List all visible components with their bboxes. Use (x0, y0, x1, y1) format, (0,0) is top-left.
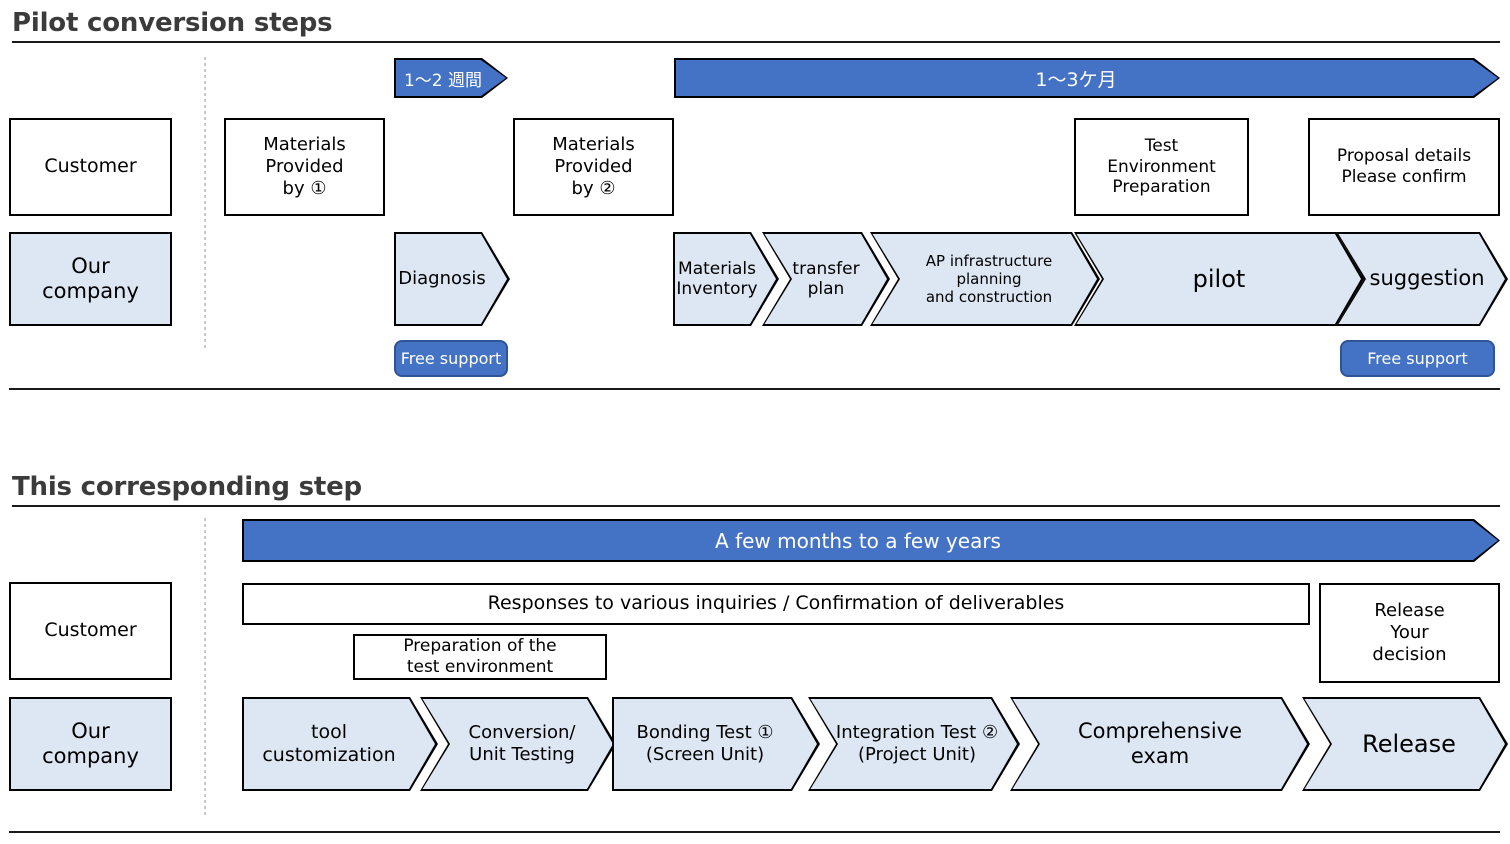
top-step-diagnosis[interactable]: Diagnosis (394, 232, 510, 326)
top-step-materials-inventory-line2: Inventory (676, 279, 758, 299)
top-step-diagnosis-label: Diagnosis (394, 232, 510, 326)
top-customer-box-proposal-details-line1: Proposal details (1336, 146, 1472, 167)
top-badge-free-support-right[interactable]: Free support (1340, 340, 1495, 377)
bottom-customer-box-release-decision-line3: decision (1372, 643, 1447, 665)
top-customer-box-materials-2: Materials Provided by ② (513, 118, 674, 216)
bottom-step-tool-customization-line2: customization (262, 744, 396, 766)
top-lane-label-customer-text: Customer (44, 155, 137, 178)
bottom-title-underline (12, 505, 1500, 507)
bottom-step-release[interactable]: Release (1302, 697, 1508, 791)
bottom-customer-box-responses: Responses to various inquiries / Confirm… (242, 583, 1310, 625)
top-step-ap-infrastructure-labels: AP infrastructure planning and construct… (870, 232, 1100, 326)
bottom-step-conversion-unit-testing-line1: Conversion/ (468, 722, 576, 744)
bottom-lane-label-customer: Customer (9, 582, 172, 680)
bottom-step-release-label: Release (1302, 697, 1508, 791)
bottom-step-conversion-unit-testing[interactable]: Conversion/ Unit Testing (420, 697, 616, 791)
bottom-customer-box-release-decision-line2: Your (1390, 622, 1429, 644)
bottom-step-comprehensive-exam-line1: Comprehensive (1077, 718, 1243, 743)
bottom-step-comprehensive-exam-labels: Comprehensive exam (1010, 697, 1310, 791)
top-customer-box-test-environment-line2: Environment (1107, 156, 1216, 177)
bottom-lane-label-customer-text: Customer (44, 619, 137, 642)
duration-arrow-1-2-weeks: 1〜2 週間 (394, 58, 508, 98)
top-badge-free-support-left-label: Free support (400, 349, 502, 368)
bottom-step-integration-test-line1: Integration Test ② (835, 722, 999, 744)
bottom-lane-label-our-company-line1: Our (71, 718, 110, 743)
bottom-step-bonding-test-line1: Bonding Test ① (636, 722, 774, 744)
top-section-bottom-rule (9, 388, 1500, 390)
top-customer-box-materials-2-line2: Provided (554, 156, 633, 178)
top-customer-box-materials-1-line3: by ① (282, 177, 327, 199)
top-step-suggestion-label: suggestion (1336, 232, 1508, 326)
bottom-customer-box-responses-label: Responses to various inquiries / Confirm… (487, 592, 1065, 615)
top-customer-box-proposal-details-line2: Please confirm (1341, 167, 1467, 187)
bottom-lane-label-our-company-line2: company (42, 744, 139, 768)
top-lane-divider (204, 57, 206, 349)
top-step-materials-inventory-line1: Materials (678, 258, 756, 279)
bottom-step-bonding-test-labels: Bonding Test ① (Screen Unit) (612, 697, 820, 791)
top-badge-free-support-left[interactable]: Free support (394, 340, 508, 377)
bottom-customer-box-test-env-prep-line2: test environment (406, 657, 554, 677)
bottom-step-comprehensive-exam[interactable]: Comprehensive exam (1010, 697, 1310, 791)
bottom-step-tool-customization[interactable]: tool customization (242, 697, 438, 791)
top-step-pilot[interactable]: pilot (1074, 232, 1364, 326)
top-customer-box-test-environment: Test Environment Preparation (1074, 118, 1249, 216)
top-customer-box-test-environment-line3: Preparation (1112, 177, 1211, 198)
bottom-step-conversion-unit-testing-labels: Conversion/ Unit Testing (420, 697, 616, 791)
top-customer-box-materials-2-line1: Materials (552, 134, 635, 156)
top-customer-box-proposal-details: Proposal details Please confirm (1308, 118, 1500, 216)
bottom-customer-box-release-decision: Release Your decision (1319, 583, 1500, 683)
bottom-step-bonding-test-line2: (Screen Unit) (645, 744, 765, 765)
bottom-step-bonding-test[interactable]: Bonding Test ① (Screen Unit) (612, 697, 820, 791)
bottom-step-integration-test[interactable]: Integration Test ② (Project Unit) (808, 697, 1020, 791)
top-step-ap-infrastructure-line2: planning (956, 270, 1022, 288)
bottom-lane-divider (204, 518, 206, 818)
top-step-ap-infrastructure-line3: and construction (925, 288, 1053, 306)
bottom-step-integration-test-line2: (Project Unit) (858, 744, 976, 765)
top-step-materials-inventory[interactable]: Materials Inventory (673, 232, 779, 326)
bottom-step-tool-customization-line1: tool (311, 721, 347, 744)
top-lane-label-our-company: Our company (9, 232, 172, 326)
top-step-transfer-plan-line1: transfer (792, 258, 860, 279)
top-section-title: Pilot conversion steps (12, 8, 333, 38)
top-customer-box-test-environment-line1: Test (1144, 135, 1179, 156)
bottom-lane-label-our-company: Our company (9, 697, 172, 791)
top-step-suggestion[interactable]: suggestion (1336, 232, 1508, 326)
top-step-transfer-plan-line2: plan (807, 279, 845, 299)
bottom-customer-box-test-env-prep: Preparation of the test environment (353, 634, 607, 680)
top-customer-box-materials-1: Materials Provided by ① (224, 118, 385, 216)
top-step-ap-infrastructure[interactable]: AP infrastructure planning and construct… (870, 232, 1100, 326)
top-lane-label-our-company-line2: company (42, 279, 139, 303)
bottom-customer-box-release-decision-line1: Release (1374, 600, 1445, 622)
top-step-ap-infrastructure-line1: AP infrastructure (925, 252, 1053, 270)
top-lane-label-customer: Customer (9, 118, 172, 216)
duration-arrow-few-months-few-years: A few months to a few years (242, 519, 1500, 562)
top-customer-box-materials-1-line2: Provided (265, 156, 344, 178)
duration-arrow-1-3-months: 1〜3ケ月 (674, 58, 1500, 98)
bottom-step-conversion-unit-testing-line2: Unit Testing (469, 744, 575, 765)
bottom-step-tool-customization-labels: tool customization (242, 697, 438, 791)
bottom-section-title: This corresponding step (12, 472, 362, 502)
bottom-step-comprehensive-exam-line2: exam (1130, 744, 1190, 768)
top-step-transfer-plan[interactable]: transfer plan (762, 232, 890, 326)
bottom-step-integration-test-labels: Integration Test ② (Project Unit) (808, 697, 1020, 791)
duration-arrow-1-2-weeks-label: 1〜2 週間 (396, 60, 506, 96)
top-customer-box-materials-2-line3: by ② (571, 177, 616, 199)
top-lane-label-our-company-line1: Our (71, 253, 110, 278)
duration-arrow-1-3-months-label: 1〜3ケ月 (676, 60, 1498, 96)
bottom-section-bottom-rule (9, 831, 1500, 833)
duration-arrow-few-months-few-years-label: A few months to a few years (244, 521, 1498, 560)
top-step-pilot-label: pilot (1074, 232, 1364, 326)
top-title-underline (12, 41, 1500, 43)
top-customer-box-materials-1-line1: Materials (263, 134, 346, 156)
top-badge-free-support-right-label: Free support (1367, 349, 1468, 368)
bottom-customer-box-test-env-prep-line1: Preparation of the (403, 636, 557, 657)
